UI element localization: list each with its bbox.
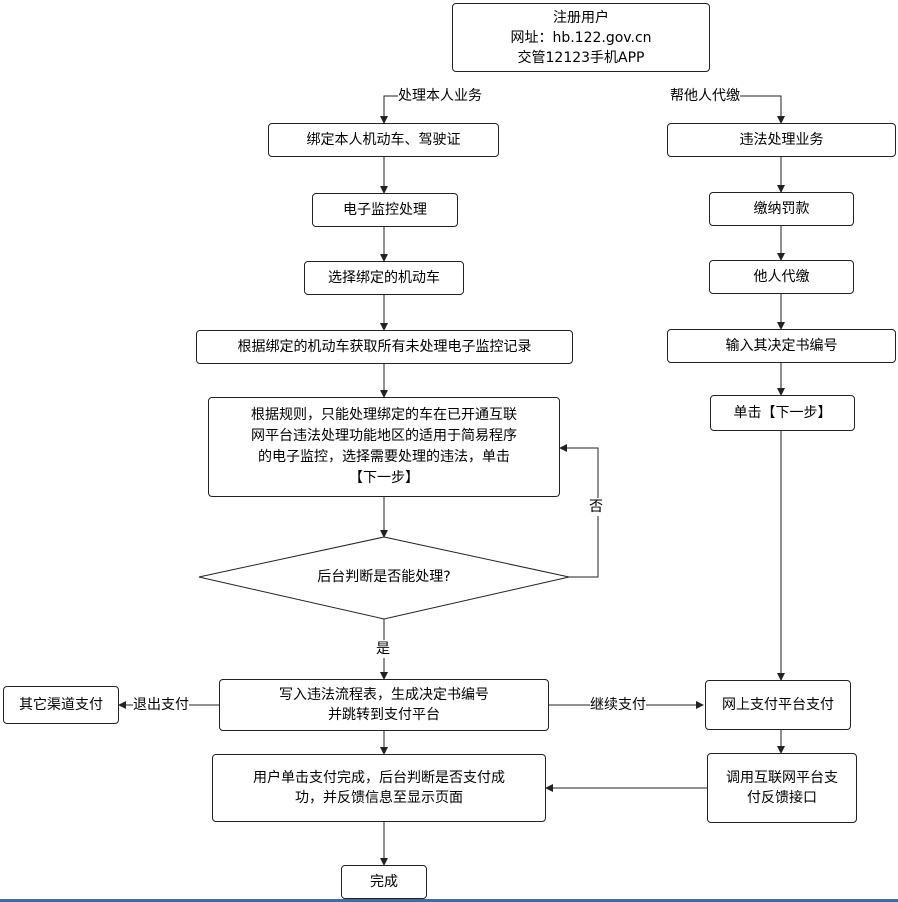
user-click-box: 用户单击支付完成，后台判断是否支付成 功，并反馈信息至显示页面 [212, 754, 546, 822]
select-vehicle-label: 选择绑定的机动车 [328, 270, 440, 286]
done-box: 完成 [341, 865, 427, 899]
rules-line-3: 的电子监控，选择需要处理的违法，单击 [258, 449, 510, 465]
edge-label-no: 否 [589, 498, 603, 516]
pay-for-others-box: 他人代缴 [709, 260, 854, 294]
rules-line-2: 网平台违法处理功能地区的适用于简易程序 [251, 428, 517, 444]
pay-fine-box: 缴纳罚款 [709, 192, 854, 226]
click-next-box: 单击【下一步】 [710, 395, 855, 431]
user-click-line-2: 功，并反馈信息至显示页面 [295, 790, 463, 806]
edge-label-yes: 是 [376, 640, 390, 658]
register-user-box: 注册用户 网址：hb.122.gov.cn 交管12123手机APP [452, 3, 710, 72]
enter-number-label: 输入其决定书编号 [725, 338, 838, 354]
edge-label-help-others: 帮他人代缴 [670, 87, 740, 105]
bind-vehicle-label: 绑定本人机动车、驾驶证 [306, 132, 461, 148]
rules-box: 根据规则，只能处理绑定的车在已开通互联 网平台违法处理功能地区的适用于简易程序 … [208, 397, 560, 497]
violation-biz-label: 违法处理业务 [739, 132, 824, 148]
other-channels-label: 其它渠道支付 [19, 697, 103, 713]
select-vehicle-box: 选择绑定的机动车 [304, 261, 464, 295]
get-records-label: 根据绑定的机动车获取所有未处理电子监控记录 [237, 339, 532, 355]
bottom-border [0, 899, 898, 902]
write-flow-box: 写入违法流程表，生成决定书编号 并跳转到支付平台 [219, 679, 549, 731]
pay-fine-label: 缴纳罚款 [753, 201, 810, 217]
decision-label: 后台判断是否能处理? [317, 569, 451, 585]
register-line-2: 网址：hb.122.gov.cn [510, 29, 652, 46]
online-pay-label: 网上支付平台支付 [722, 697, 834, 713]
online-pay-box: 网上支付平台支付 [705, 680, 851, 730]
call-interface-line-1: 调用互联网平台支 [726, 770, 838, 786]
register-line-3: 交管12123手机APP [517, 49, 645, 66]
done-label: 完成 [370, 874, 398, 890]
write-flow-line-1: 写入违法流程表，生成决定书编号 [279, 687, 489, 703]
other-channels-box: 其它渠道支付 [3, 686, 119, 724]
get-records-box: 根据绑定的机动车获取所有未处理电子监控记录 [196, 330, 573, 364]
user-click-line-1: 用户单击支付完成，后台判断是否支付成 [253, 770, 505, 786]
rules-line-1: 根据规则，只能处理绑定的车在已开通互联 [251, 407, 517, 423]
enter-number-box: 输入其决定书编号 [667, 329, 896, 363]
e-monitor-label: 电子监控处理 [343, 202, 427, 218]
decision-diamond [198, 536, 570, 620]
click-next-label: 单击【下一步】 [733, 405, 832, 421]
edge-label-self-business: 处理本人业务 [398, 87, 482, 105]
violation-biz-box: 违法处理业务 [667, 123, 896, 157]
bind-vehicle-box: 绑定本人机动车、驾驶证 [268, 123, 499, 157]
pay-for-others-label: 他人代缴 [753, 269, 810, 285]
call-interface-box: 调用互联网平台支 付反馈接口 [707, 753, 857, 823]
write-flow-line-2: 并跳转到支付平台 [328, 707, 440, 723]
register-line-1: 注册用户 [553, 9, 609, 26]
rules-line-4: 【下一步】 [349, 470, 419, 486]
call-interface-line-2: 付反馈接口 [747, 790, 817, 806]
e-monitor-box: 电子监控处理 [312, 193, 458, 227]
edge-label-exit-pay: 退出支付 [133, 696, 189, 714]
edge-label-continue-pay: 继续支付 [590, 696, 646, 714]
